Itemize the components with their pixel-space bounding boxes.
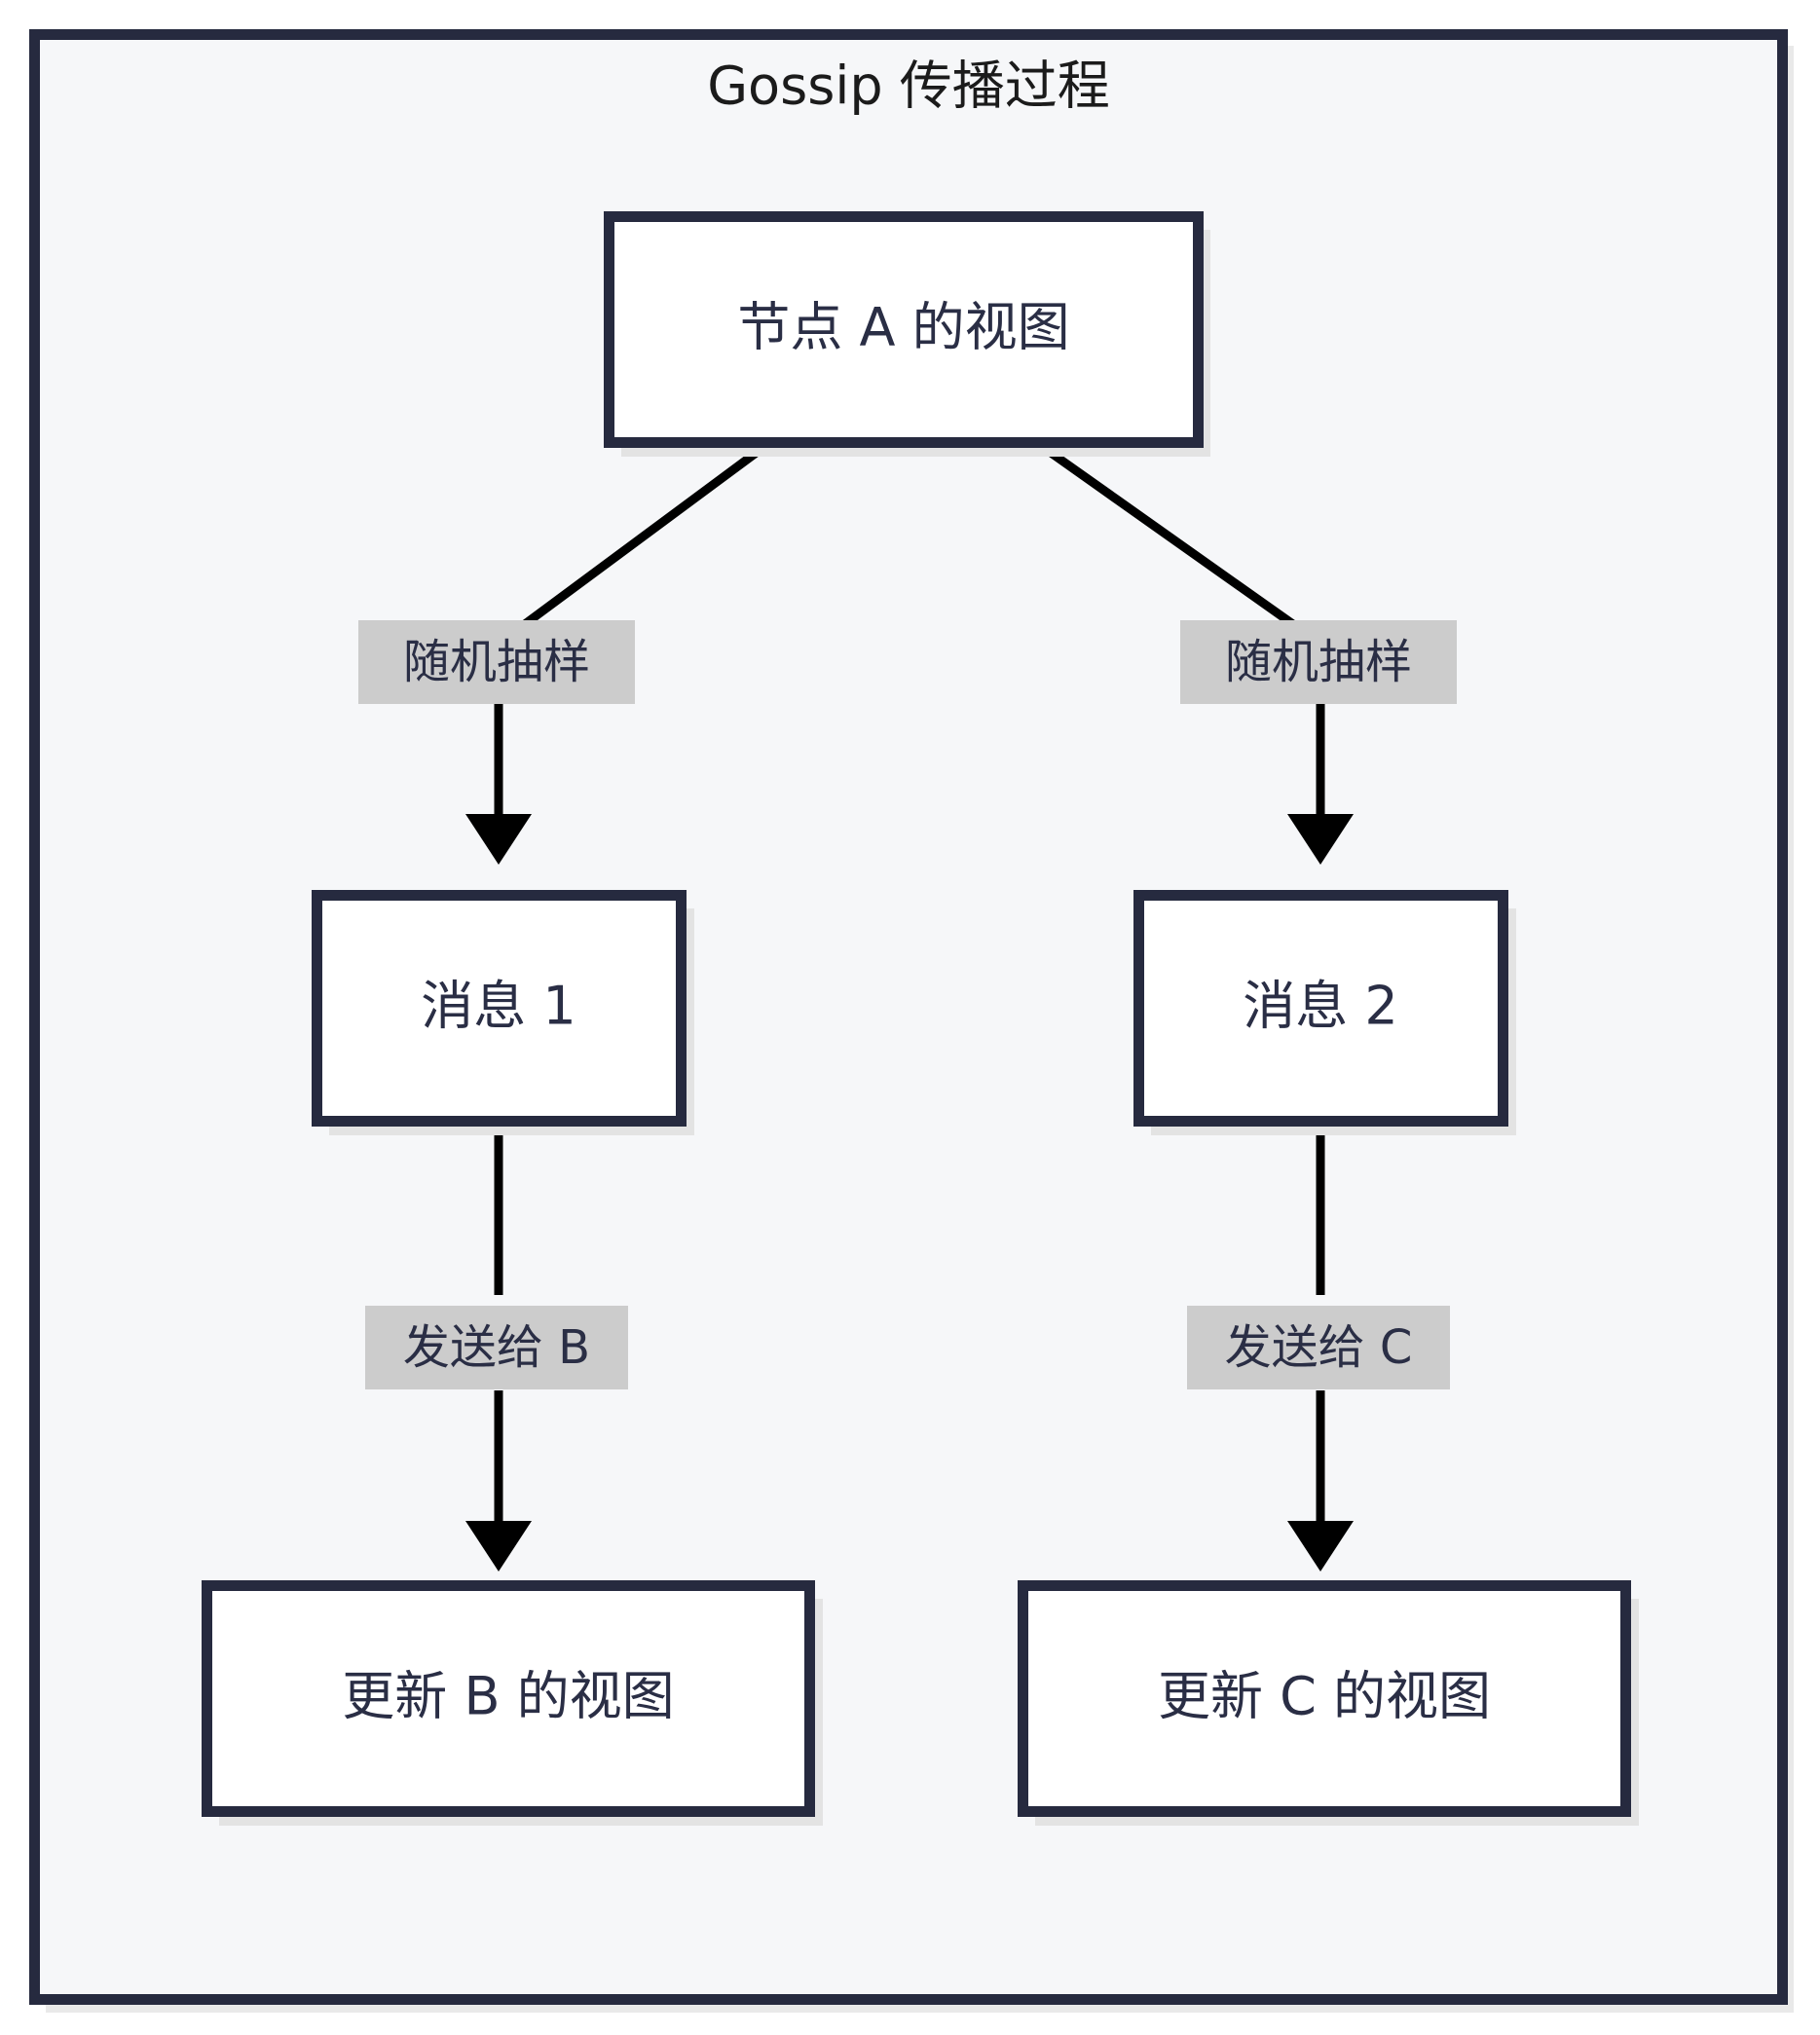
edge-label-m1-b: 发送给 B: [365, 1306, 628, 1389]
edge-a-m2-diagonal: [1034, 439, 1323, 648]
node-m2-label: 消息 2: [1243, 976, 1398, 1037]
edge-label-m1-b-bg: [365, 1306, 628, 1389]
edge-a-to-message-1: [465, 439, 772, 865]
node-c-box[interactable]: [1018, 1580, 1631, 1817]
edge-a-m2-arrowhead: [1287, 814, 1354, 865]
node-message-1[interactable]: 消息 1: [312, 890, 695, 1136]
node-m1-box[interactable]: [312, 890, 687, 1127]
node-m2-box[interactable]: [1133, 890, 1508, 1127]
edge-label-a-m2-bg: [1180, 620, 1457, 704]
edge-label-m2-c-text: 发送给 C: [1225, 1320, 1413, 1375]
node-a-box[interactable]: [604, 211, 1204, 448]
edge-a-m1-arrowhead: [465, 814, 532, 865]
node-message-2[interactable]: 消息 2: [1133, 890, 1517, 1136]
edge-message-1-to-b: [465, 1118, 532, 1572]
node-update-c[interactable]: 更新 C 的视图: [1018, 1580, 1640, 1827]
node-m1-label: 消息 1: [421, 976, 576, 1037]
edge-label-a-m2: 随机抽样: [1180, 620, 1457, 704]
edge-a-m1-diagonal: [496, 439, 772, 648]
edge-label-a-m1: 随机抽样: [358, 620, 635, 704]
node-b-label: 更新 B 的视图: [342, 1666, 674, 1727]
node-a-label: 节点 A 的视图: [737, 297, 1069, 358]
edge-label-m2-c-bg: [1187, 1306, 1450, 1389]
node-update-b[interactable]: 更新 B 的视图: [202, 1580, 824, 1827]
edge-label-m1-b-text: 发送给 B: [403, 1320, 590, 1375]
node-b-box[interactable]: [202, 1580, 815, 1817]
node-c-label: 更新 C 的视图: [1158, 1666, 1491, 1727]
edge-message-2-to-c: [1287, 1118, 1354, 1572]
edge-m2-c-arrowhead: [1287, 1521, 1354, 1572]
edge-label-m2-c: 发送给 C: [1187, 1306, 1450, 1389]
page-title: Gossip 传播过程: [707, 56, 1110, 117]
edge-label-a-m1-bg: [358, 620, 635, 704]
node-a[interactable]: 节点 A 的视图: [604, 211, 1211, 458]
edge-a-to-message-2: [1034, 439, 1354, 865]
edge-m1-b-arrowhead: [465, 1521, 532, 1572]
edge-label-a-m2-text: 随机抽样: [1225, 635, 1412, 689]
edge-label-a-m1-text: 随机抽样: [403, 635, 590, 689]
